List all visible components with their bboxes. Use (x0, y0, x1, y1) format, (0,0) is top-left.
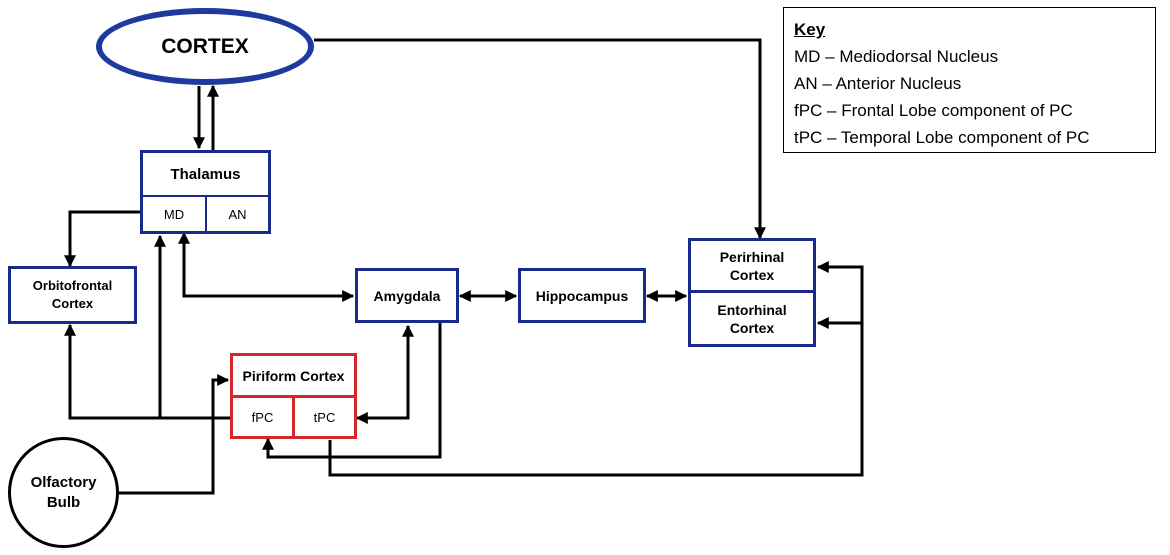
arrow-loop-to-fpc (262, 437, 330, 459)
amygdala-node: Amygdala (355, 268, 459, 323)
key-item-fpc: fPC – Frontal Lobe component of PC (794, 101, 1073, 120)
hippocampus-node: Hippocampus (518, 268, 646, 323)
entorhinal-label-line1: Entorhinal (717, 301, 787, 318)
piriform-node: Piriform Cortex fPC tPC (230, 353, 357, 439)
cortex-node: CORTEX (96, 8, 314, 85)
thalamus-an-label: AN (228, 206, 247, 222)
orbitofrontal-node: Orbitofrontal Cortex (8, 266, 137, 324)
thalamus-label-cell: Thalamus (143, 153, 268, 197)
legend-key: Key MD – Mediodorsal Nucleus AN – Anteri… (783, 7, 1156, 153)
olfactory-label-line1: Olfactory (30, 473, 97, 491)
piriform-label-cell: Piriform Cortex (233, 356, 354, 398)
entorhinal-cell: Entorhinal Cortex (691, 293, 813, 344)
thalamus-label: Thalamus (170, 165, 241, 183)
arrow-loop-to-perirhinal (328, 261, 864, 477)
olfactory-label-line2: Bulb (46, 493, 81, 511)
key-item-tpc: tPC – Temporal Lobe component of PC (794, 128, 1090, 147)
arrow-thalamus-amygdala (178, 231, 355, 302)
perirhinal-label-line1: Perirhinal (719, 248, 785, 265)
thalamus-an-cell: AN (207, 197, 268, 231)
key-title: Key (794, 20, 826, 39)
amygdala-label: Amygdala (373, 287, 441, 304)
orbitofrontal-label-line1: Orbitofrontal (32, 278, 113, 293)
arrow-olfactory-to-orbitofrontal (64, 323, 160, 420)
orbitofrontal-label-line2: Cortex (51, 296, 94, 311)
piriform-tpc-label: tPC (313, 409, 336, 425)
key-item-an: AN – Anterior Nucleus (794, 74, 962, 93)
perirhinal-cell: Perirhinal Cortex (691, 241, 813, 293)
arrow-olfactory-to-piriform (119, 374, 230, 495)
thalamus-md-label: MD (163, 206, 185, 222)
rhinal-cortex-node: Perirhinal Cortex Entorhinal Cortex (688, 238, 816, 347)
piriform-fpc-cell: fPC (233, 398, 295, 436)
perirhinal-label-line2: Cortex (729, 266, 775, 283)
piriform-fpc-label: fPC (251, 409, 274, 425)
arrow-cortex-to-perirhinal (314, 38, 766, 240)
arrow-amygdala-to-tpc (330, 323, 442, 459)
cortex-label: CORTEX (161, 34, 249, 58)
key-item-md: MD – Mediodorsal Nucleus (794, 47, 999, 66)
entorhinal-label-line2: Cortex (729, 319, 775, 336)
thalamus-node: Thalamus MD AN (140, 150, 271, 234)
arrow-thalamus-to-orbitofrontal (64, 210, 140, 268)
hippocampus-label: Hippocampus (535, 287, 629, 304)
piriform-tpc-cell: tPC (295, 398, 354, 436)
olfactory-bulb-node: Olfactory Bulb (8, 437, 119, 548)
thalamus-md-cell: MD (143, 197, 207, 231)
arrow-tpc-amygdala (355, 324, 414, 424)
piriform-label: Piriform Cortex (242, 367, 345, 384)
